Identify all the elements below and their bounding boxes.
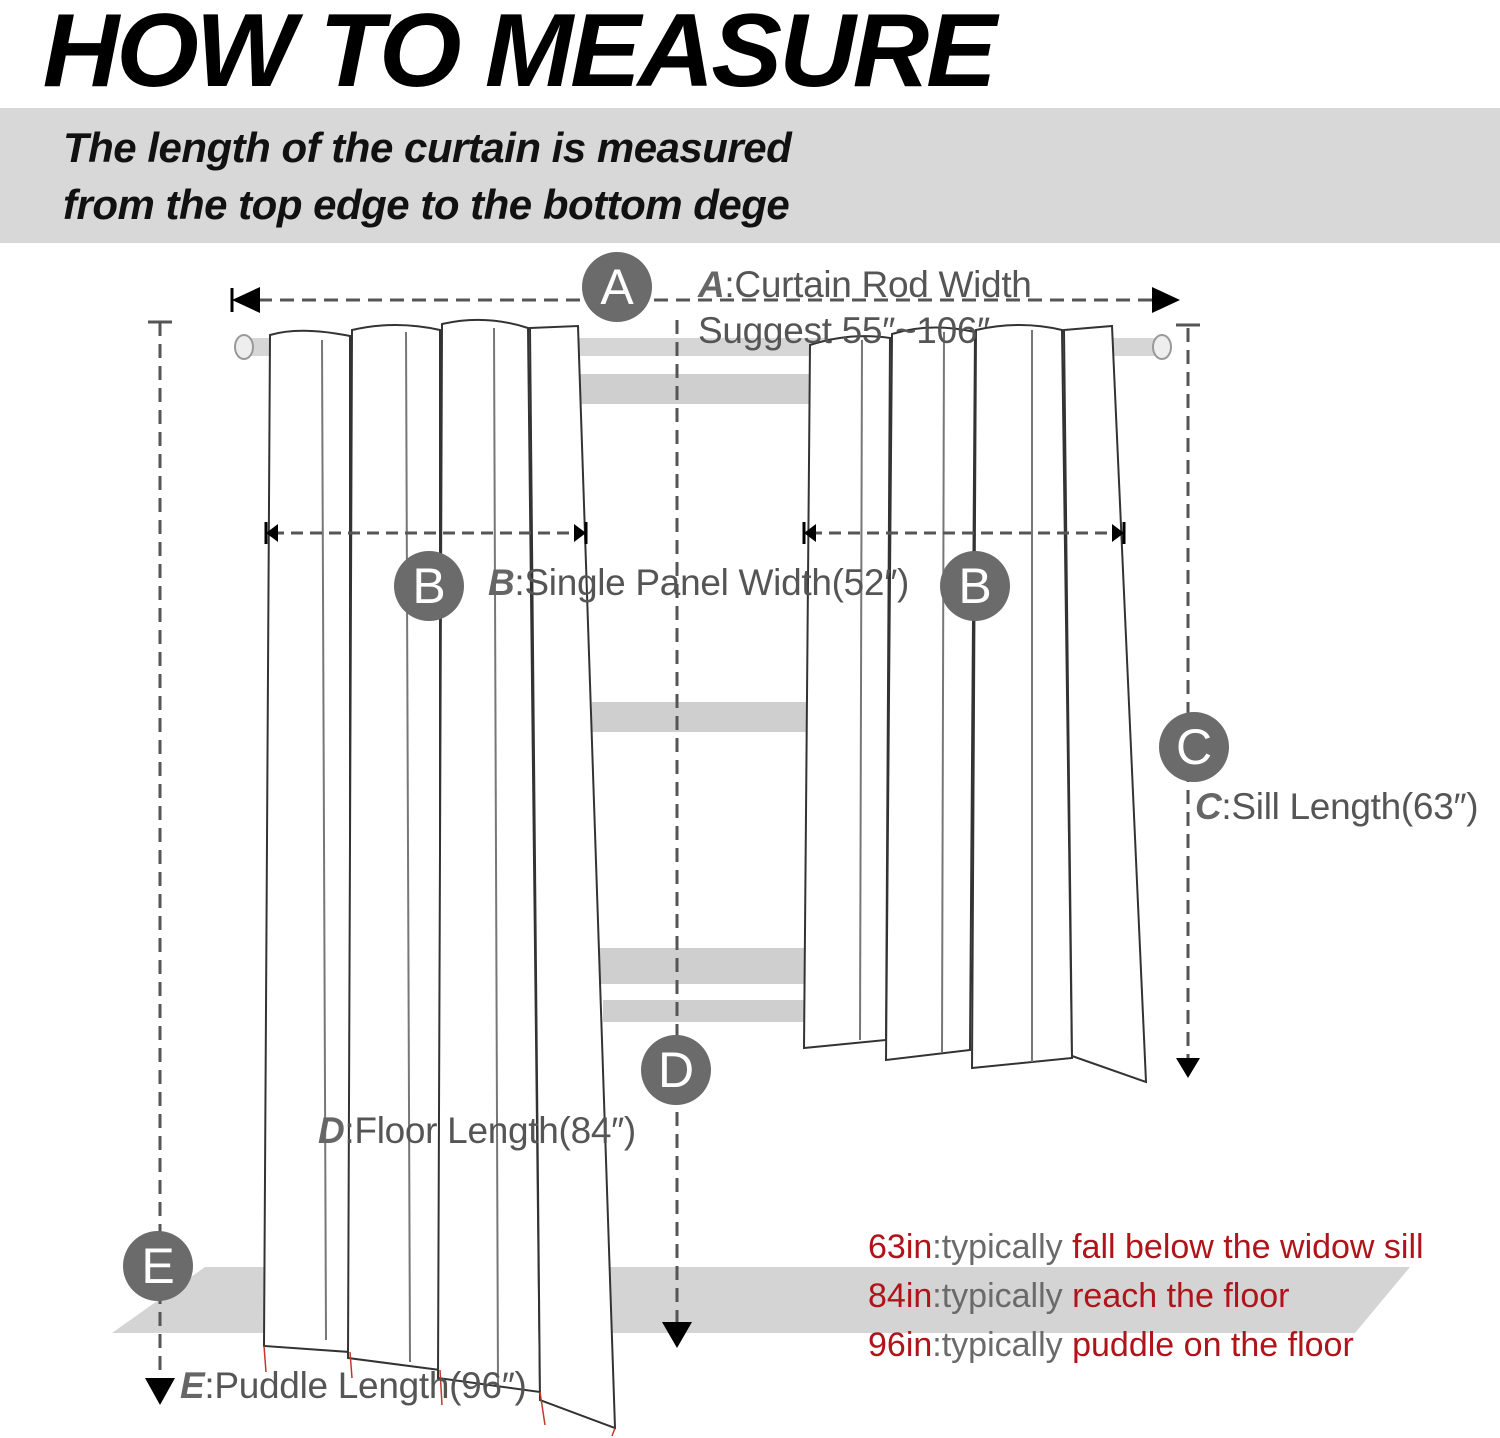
arrow-e-head <box>145 1378 175 1405</box>
window-frame-mid <box>592 702 807 732</box>
marker-e: E <box>123 1231 193 1301</box>
label-b: B:Single Panel Width(52″) <box>488 562 909 604</box>
window-frame-top <box>580 374 810 404</box>
note-desc: puddle on the floor <box>1072 1326 1354 1364</box>
marker-b-left: B <box>394 551 464 621</box>
note-96in: 96in:typically puddle on the floor <box>868 1326 1354 1365</box>
banner-line-2-prefix: from the <box>63 181 239 228</box>
label-c: C:Sill Length(63″) <box>1195 786 1479 828</box>
label-e: E:Puddle Length(96″) <box>180 1365 527 1407</box>
label-a-key: A <box>698 264 725 305</box>
info-banner <box>0 108 1500 243</box>
arrow-d-head <box>662 1322 692 1348</box>
arrow-a-head-left <box>232 287 260 313</box>
label-e-key: E <box>180 1365 205 1406</box>
label-c-text: :Sill Length(63″) <box>1221 786 1479 827</box>
label-a-text: :Curtain Rod Width <box>724 264 1032 305</box>
note-size: 96in <box>868 1326 933 1364</box>
note-mid: :typically <box>932 1277 1073 1315</box>
label-d: D:Floor Length(84″) <box>318 1110 636 1152</box>
marker-a: A <box>582 252 652 322</box>
curtain-left <box>262 318 617 1430</box>
label-a: A:Curtain Rod Width <box>698 264 1032 306</box>
banner-line-2-bold: top edge to the bottom dege <box>238 181 790 228</box>
note-63in: 63in:typically fall below the widow sill <box>868 1228 1424 1267</box>
label-d-text: :Floor Length(84″) <box>344 1110 636 1151</box>
marker-d: D <box>641 1035 711 1105</box>
arrow-a-head-right <box>1152 287 1180 313</box>
note-size: 84in <box>868 1277 933 1315</box>
label-b-text: :Single Panel Width(52″) <box>514 562 910 603</box>
label-c-key: C <box>1195 786 1222 827</box>
note-mid: :typically <box>932 1326 1073 1364</box>
page-title: HOW TO MEASURE <box>42 0 997 109</box>
label-d-key: D <box>318 1110 345 1151</box>
label-e-text: :Puddle Length(96″) <box>204 1365 527 1406</box>
rod-finial-right <box>1152 334 1172 360</box>
label-a-suggest: Suggest 55″~106″ <box>698 310 990 351</box>
window-sill <box>603 1000 805 1022</box>
note-desc: reach the floor <box>1072 1277 1290 1315</box>
rod-finial-left <box>234 334 254 360</box>
note-size: 63in <box>868 1228 933 1266</box>
note-mid: :typically <box>932 1228 1073 1266</box>
puddle-edges <box>263 1345 616 1437</box>
curtain-right <box>802 324 1148 1084</box>
marker-c: C <box>1159 712 1229 782</box>
label-b-key: B <box>488 562 515 603</box>
window-frame-low <box>600 948 805 984</box>
note-desc: fall below the widow sill <box>1072 1228 1424 1266</box>
banner-line-2: from the top edge to the bottom dege <box>63 181 790 229</box>
banner-line-1: The length of the curtain is measured <box>63 124 792 171</box>
note-84in: 84in:typically reach the floor <box>868 1277 1289 1316</box>
marker-b-right: B <box>940 551 1010 621</box>
arrow-c-head <box>1176 1058 1200 1078</box>
